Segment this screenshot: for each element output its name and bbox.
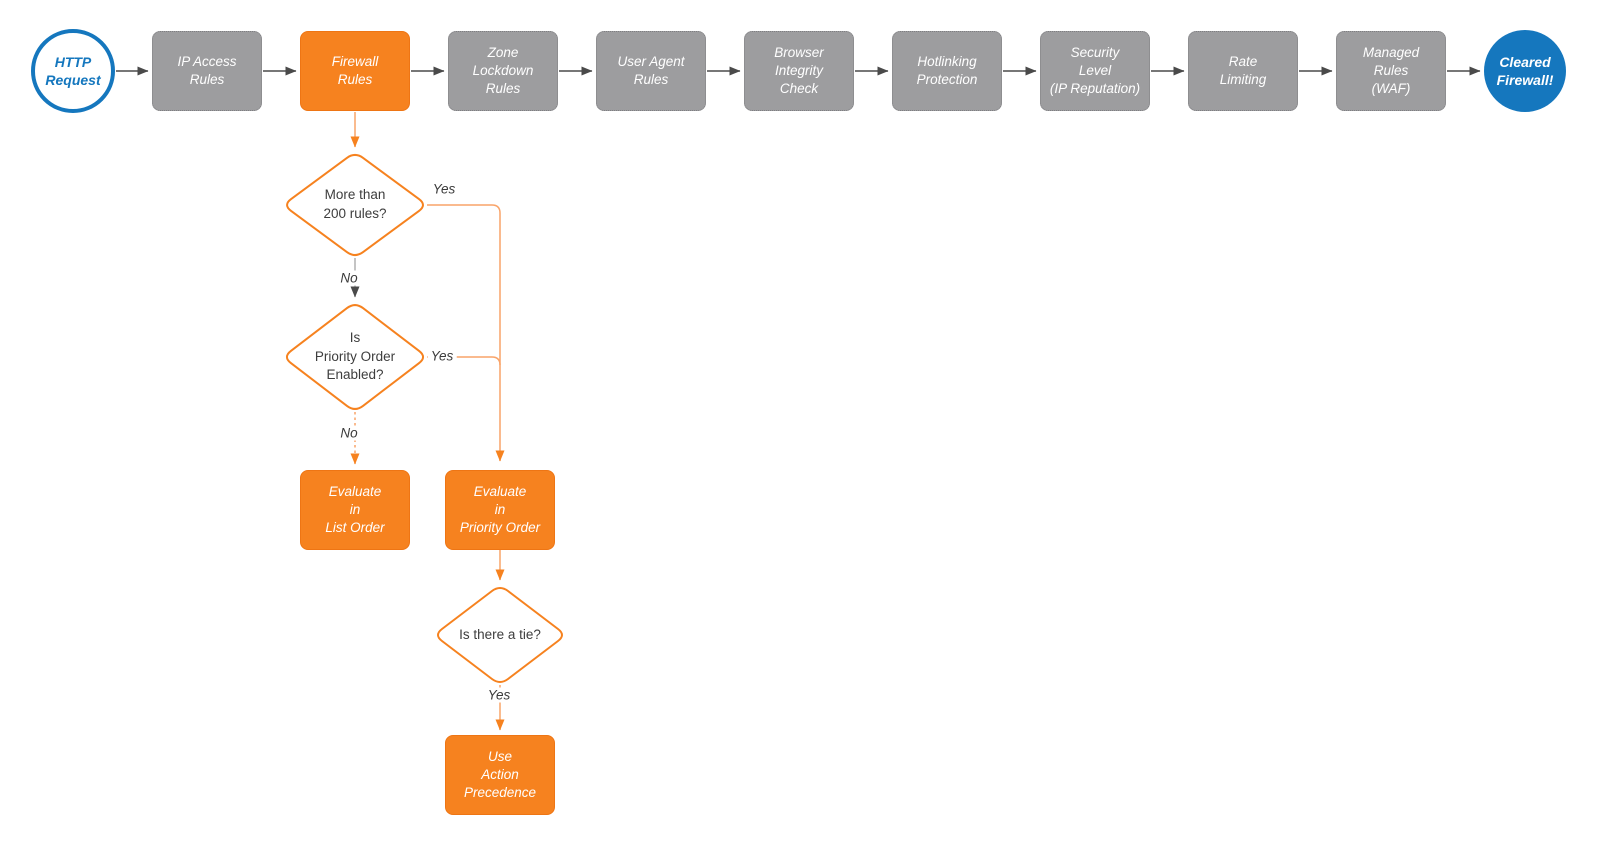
stage-ip-access-rules: IP Access Rules bbox=[152, 31, 262, 111]
decision-priority-order-enabled: Is Priority Order Enabled? bbox=[283, 302, 427, 412]
decision-is-there-a-tie: Is there a tie? bbox=[434, 585, 566, 685]
stage-label: Managed Rules (WAF) bbox=[1362, 44, 1420, 97]
stage-label: Rate Limiting bbox=[1219, 53, 1267, 87]
action-use-action-precedence: Use Action Precedence bbox=[445, 735, 555, 815]
action-evaluate-in-list-order: Evaluate in List Order bbox=[300, 470, 410, 550]
edge-decision2-yes bbox=[427, 356, 501, 366]
stage-managed-rules-waf: Managed Rules (WAF) bbox=[1336, 31, 1446, 111]
stage-hotlinking-protection: Hotlinking Protection bbox=[892, 31, 1002, 111]
stage-security-level-ip-reputation: Security Level (IP Reputation) bbox=[1040, 31, 1150, 111]
edge-label-no-1: No bbox=[337, 270, 361, 286]
decision-shapes bbox=[285, 153, 563, 683]
stage-label: Security Level (IP Reputation) bbox=[1049, 44, 1141, 97]
action-label: Evaluate in List Order bbox=[325, 483, 385, 536]
end-node-label: Cleared Firewall! bbox=[1496, 53, 1554, 88]
stage-rate-limiting: Rate Limiting bbox=[1188, 31, 1298, 111]
stage-label: Browser Integrity Check bbox=[774, 44, 824, 97]
stage-browser-integrity-check: Browser Integrity Check bbox=[744, 31, 854, 111]
decision1-shape bbox=[286, 153, 424, 257]
stage-firewall-rules: Firewall Rules bbox=[300, 31, 410, 111]
start-node-label: HTTP Request bbox=[45, 53, 101, 88]
stage-zone-lockdown-rules: Zone Lockdown Rules bbox=[448, 31, 558, 111]
decision-more-than-200-rules: More than 200 rules? bbox=[283, 152, 427, 258]
action-evaluate-in-priority-order: Evaluate in Priority Order bbox=[445, 470, 555, 550]
start-node-http-request: HTTP Request bbox=[31, 29, 115, 113]
stage-label: Hotlinking Protection bbox=[916, 53, 978, 87]
edge-label-yes-1: Yes bbox=[429, 181, 459, 197]
edge-label-yes-3: Yes bbox=[484, 687, 514, 703]
decision-label-text: Is there a tie? bbox=[459, 626, 541, 642]
stage-label: IP Access Rules bbox=[177, 53, 237, 87]
stage-label: Firewall Rules bbox=[331, 53, 379, 87]
decision2-shape bbox=[285, 304, 425, 410]
stage-user-agent-rules: User Agent Rules bbox=[596, 31, 706, 111]
stage-label: Zone Lockdown Rules bbox=[472, 44, 534, 97]
decision-label-text: More than 200 rules? bbox=[323, 187, 387, 221]
decision-label-text: Is Priority Order Enabled? bbox=[314, 329, 396, 383]
action-label: Use Action Precedence bbox=[463, 748, 537, 801]
stage-label: User Agent Rules bbox=[617, 53, 685, 87]
edge-label-no-2: No bbox=[337, 425, 361, 441]
action-label: Evaluate in Priority Order bbox=[459, 483, 541, 536]
decision3-shape bbox=[437, 587, 563, 683]
end-node-cleared-firewall: Cleared Firewall! bbox=[1484, 30, 1566, 112]
edge-label-yes-2: Yes bbox=[427, 348, 457, 364]
edge-decision1-yes bbox=[427, 204, 505, 462]
